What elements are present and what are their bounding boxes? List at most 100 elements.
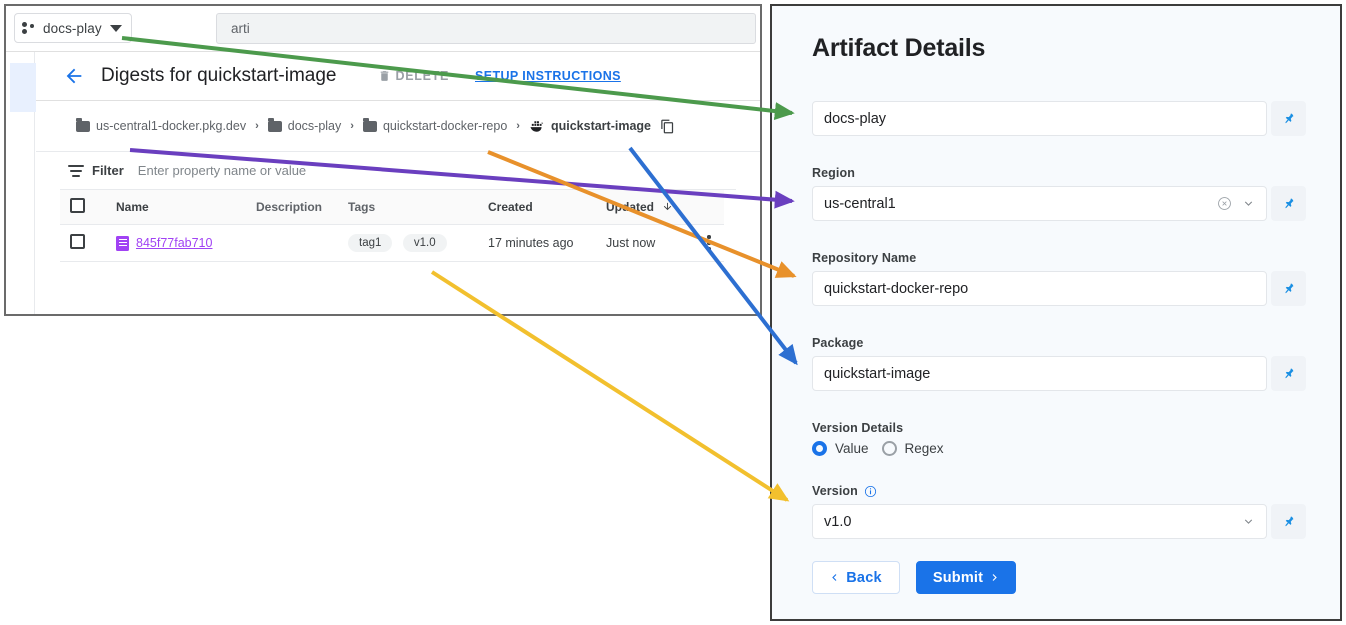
version-details-radio-group: Value Regex — [812, 441, 1306, 456]
project-selector[interactable]: docs-play — [14, 13, 132, 43]
breadcrumb-item-2[interactable]: quickstart-docker-repo — [362, 118, 507, 133]
back-button-label: Back — [846, 569, 882, 586]
digests-table: Name Description Tags Created Updated — [60, 190, 724, 262]
package-pin-button[interactable] — [1271, 356, 1306, 391]
folder-icon — [267, 118, 282, 132]
chevron-left-icon — [832, 574, 837, 581]
chevron-right-icon — [992, 574, 997, 581]
row-description-cell — [256, 224, 348, 262]
docker-icon — [530, 120, 544, 132]
submit-button-label: Submit — [932, 569, 984, 586]
breadcrumb-separator: › — [350, 120, 354, 132]
column-header-tags[interactable]: Tags — [348, 190, 488, 225]
column-header-updated-label: Updated — [606, 200, 654, 214]
row-overflow-menu-icon[interactable] — [694, 235, 724, 251]
filter-icon — [68, 164, 84, 177]
region-field-row: us-central1 — [812, 186, 1306, 221]
breadcrumb: us-central1-docker.pkg.dev › docs-play ›… — [36, 101, 760, 152]
repository-field-value: quickstart-docker-repo — [824, 280, 969, 297]
page-header: Digests for quickstart-image DELETE SETU… — [36, 52, 760, 101]
panel-button-row: Back Submit — [812, 561, 1306, 594]
pin-icon — [1285, 516, 1294, 527]
project-pin-button[interactable] — [1271, 101, 1306, 136]
row-select-cell[interactable] — [60, 224, 116, 262]
version-pin-button[interactable] — [1271, 504, 1306, 539]
rail-selected-item[interactable] — [10, 63, 39, 112]
table-header-row: Name Description Tags Created Updated — [60, 190, 724, 225]
region-pin-button[interactable] — [1271, 186, 1306, 221]
project-dots-icon — [22, 21, 37, 35]
chevron-down-icon[interactable] — [1242, 197, 1255, 210]
repository-label: Repository Name — [812, 251, 917, 265]
console-topbar: docs-play arti — [6, 6, 760, 52]
column-header-updated[interactable]: Updated — [606, 190, 694, 225]
version-field[interactable]: v1.0 — [812, 504, 1267, 539]
breadcrumb-label-3: quickstart-image — [550, 119, 651, 133]
pin-icon — [1285, 283, 1294, 294]
copy-icon[interactable] — [660, 119, 675, 134]
console-content: Digests for quickstart-image DELETE SETU… — [36, 52, 760, 314]
repository-field-row: quickstart-docker-repo — [812, 271, 1306, 306]
trash-icon — [381, 71, 389, 81]
version-field-value: v1.0 — [824, 513, 852, 530]
column-header-name[interactable]: Name — [116, 190, 256, 225]
column-header-actions — [694, 190, 724, 225]
back-arrow-icon[interactable] — [62, 64, 86, 88]
info-icon[interactable] — [864, 485, 877, 498]
radio-option-value[interactable]: Value — [812, 441, 869, 456]
tag-chip[interactable]: v1.0 — [402, 234, 447, 252]
version-details-label: Version Details — [812, 421, 904, 435]
package-field[interactable]: quickstart-image — [812, 356, 1267, 391]
package-field-group: Package quickstart-image — [812, 336, 1306, 391]
row-actions-cell[interactable] — [694, 224, 724, 262]
project-selector-label: docs-play — [43, 20, 102, 36]
radio-value-label: Value — [835, 441, 869, 456]
submit-button[interactable]: Submit — [916, 561, 1016, 594]
select-all-checkbox[interactable] — [70, 198, 85, 213]
arrow-down-icon — [664, 202, 672, 211]
delete-button[interactable]: DELETE — [378, 69, 449, 83]
search-input[interactable]: arti — [216, 13, 756, 44]
tag-chip[interactable]: tag1 — [348, 234, 393, 252]
column-header-description[interactable]: Description — [256, 190, 348, 225]
clear-circle-icon[interactable] — [1217, 196, 1232, 211]
gcp-console-window: docs-play arti Digests for quickstart-im… — [4, 4, 762, 316]
folder-icon — [76, 118, 90, 132]
region-field-value: us-central1 — [824, 195, 896, 212]
pin-icon — [1285, 113, 1294, 124]
breadcrumb-label-0: us-central1-docker.pkg.dev — [96, 119, 247, 133]
page-title: Digests for quickstart-image — [101, 65, 337, 86]
radio-value-button[interactable] — [812, 441, 827, 456]
project-field[interactable]: docs-play — [812, 101, 1267, 136]
repository-field[interactable]: quickstart-docker-repo — [812, 271, 1267, 306]
filter-bar[interactable]: Filter Enter property name or value — [60, 152, 736, 190]
region-label: Region — [812, 166, 855, 180]
chevron-down-icon[interactable] — [1242, 515, 1255, 528]
back-button[interactable]: Back — [812, 561, 900, 594]
folder-icon — [362, 118, 377, 132]
region-field[interactable]: us-central1 — [812, 186, 1267, 221]
breadcrumb-item-1[interactable]: docs-play — [267, 118, 341, 133]
table-row[interactable]: 845f77fab710 tag1 v1.0 17 minutes ago Ju… — [60, 224, 724, 262]
project-field-value: docs-play — [824, 110, 887, 127]
breadcrumb-item-3[interactable]: quickstart-image — [529, 119, 651, 133]
repository-pin-button[interactable] — [1271, 271, 1306, 306]
setup-instructions-link[interactable]: SETUP INSTRUCTIONS — [474, 69, 621, 83]
row-checkbox[interactable] — [70, 234, 85, 249]
breadcrumb-item-0[interactable]: us-central1-docker.pkg.dev — [76, 118, 247, 133]
filter-input[interactable]: Enter property name or value — [137, 163, 307, 178]
image-icon — [116, 235, 129, 251]
select-all-header[interactable] — [60, 190, 116, 225]
radio-option-regex[interactable]: Regex — [881, 441, 944, 456]
package-field-row: quickstart-image — [812, 356, 1306, 391]
package-label: Package — [812, 336, 864, 350]
pin-icon — [1285, 198, 1294, 209]
filter-label: Filter — [92, 163, 124, 178]
digest-link[interactable]: 845f77fab710 — [136, 236, 213, 250]
search-input-value: arti — [231, 21, 250, 36]
repository-field-group: Repository Name quickstart-docker-repo — [812, 251, 1306, 306]
region-field-group: Region us-central1 — [812, 166, 1306, 221]
radio-regex-button[interactable] — [881, 441, 897, 456]
column-header-created[interactable]: Created — [488, 190, 606, 225]
